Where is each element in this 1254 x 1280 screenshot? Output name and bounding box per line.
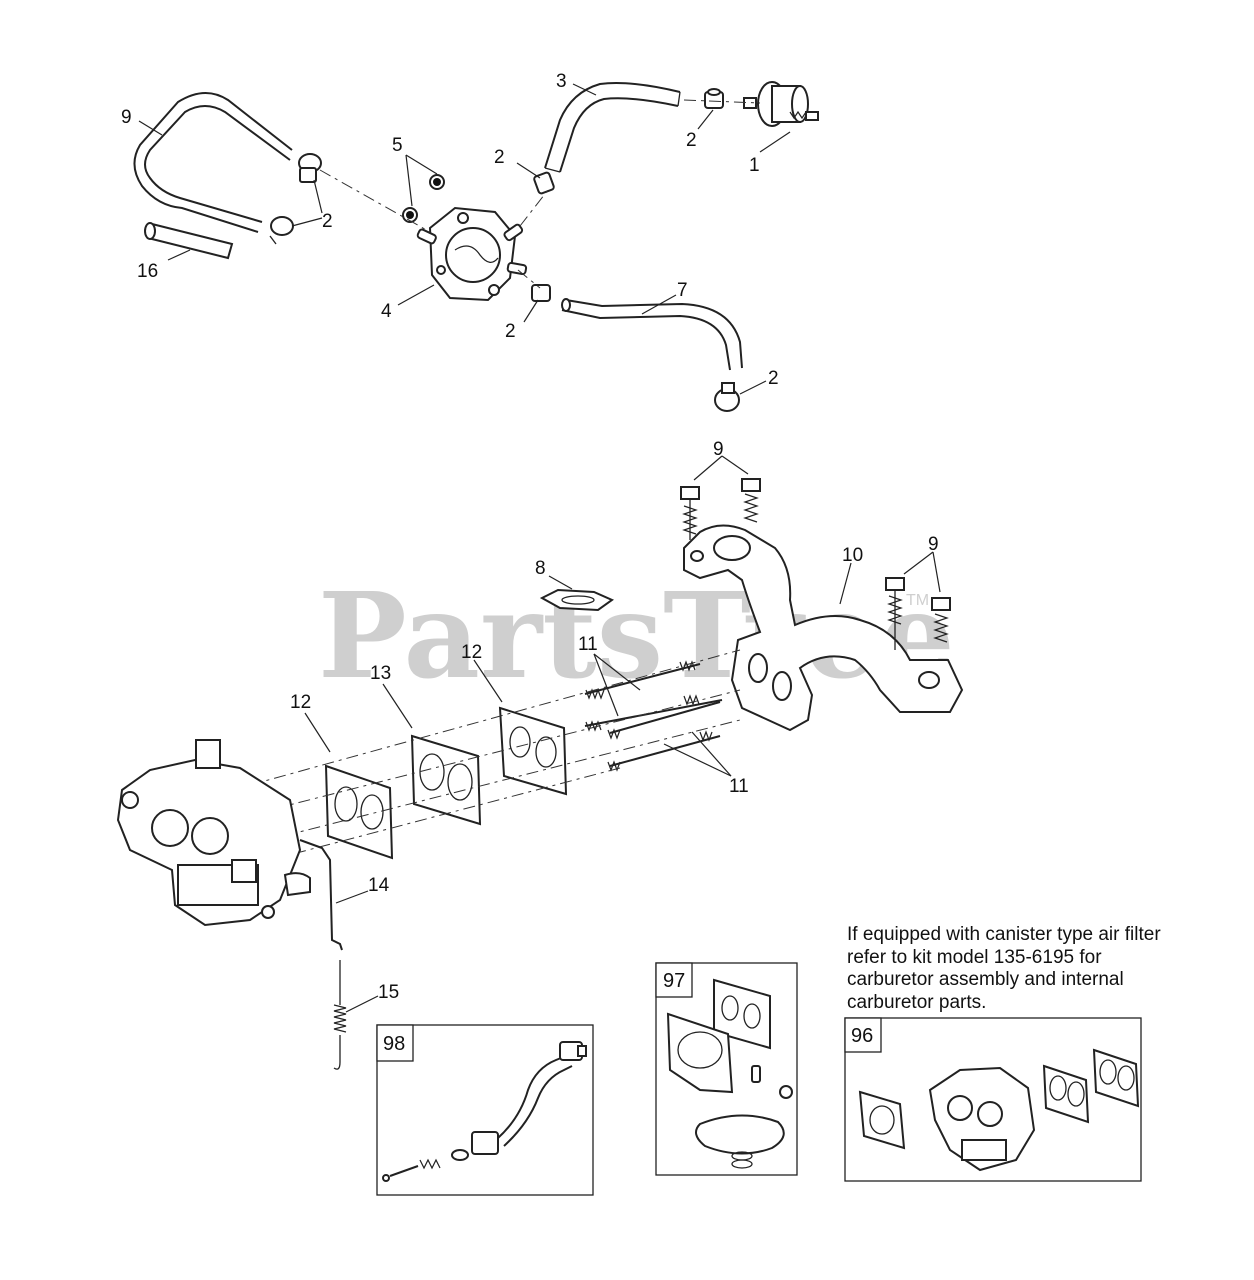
callout-2-mid: 2 — [494, 147, 505, 168]
callout-2-lower: 2 — [505, 321, 516, 342]
studs-11[interactable] — [584, 660, 723, 772]
spring-15[interactable] — [333, 960, 347, 1070]
watermark-trademark: TM — [906, 592, 929, 609]
kit-96-parts — [858, 1048, 1140, 1172]
hose-3[interactable] — [544, 82, 681, 173]
callout-2-bottom: 2 — [768, 368, 779, 389]
callout-6: 9 — [121, 107, 132, 128]
kit-box-98[interactable]: 98 — [376, 1024, 594, 1196]
kit-97-parts — [666, 978, 793, 1169]
spacer-13[interactable] — [410, 734, 482, 826]
callout-15: 15 — [378, 982, 399, 1003]
callout-7: 7 — [677, 280, 688, 301]
hose-7[interactable] — [561, 298, 743, 371]
callout-14: 14 — [368, 875, 390, 896]
note-line-2: refer to kit model 135-6195 for — [847, 946, 1102, 968]
clamp-2-upper-left[interactable] — [298, 153, 322, 183]
callout-3: 3 — [556, 71, 567, 92]
bolt-9-a[interactable] — [680, 486, 700, 540]
oxygen-sensor-harness — [382, 1041, 587, 1182]
callout-16: 16 — [137, 261, 158, 282]
clamp-2-upper-right[interactable] — [704, 88, 724, 109]
kit-label-96: 96 — [851, 1025, 873, 1047]
linkage-14[interactable] — [299, 839, 343, 951]
note-line-3: carburetor assembly and internal — [847, 969, 1124, 990]
callout-4: 4 — [381, 301, 392, 322]
hose-16[interactable] — [144, 222, 234, 260]
bolt-9-b[interactable] — [741, 478, 761, 523]
clamp-2-bottom[interactable] — [714, 382, 740, 412]
callout-5: 5 — [392, 135, 403, 156]
callout-9-top: 9 — [713, 439, 724, 460]
callout-1: 1 — [749, 155, 760, 176]
note-line-4: carburetor parts. — [847, 991, 987, 1013]
screw-5-upper[interactable] — [429, 174, 445, 190]
kit-box-97[interactable]: 97 — [655, 962, 798, 1176]
kit-label-98: 98 — [383, 1033, 405, 1055]
callout-10: 10 — [842, 545, 863, 566]
bolt-9-d[interactable] — [931, 597, 951, 643]
callout-2-top: 2 — [686, 130, 697, 151]
bolt-9-c[interactable] — [885, 577, 905, 650]
callout-9-right: 9 — [928, 534, 939, 555]
clamp-2-lower-mid[interactable] — [531, 284, 551, 302]
note-line-1: If equipped with canister type air filte… — [847, 924, 1161, 945]
callout-11-top: 11 — [578, 634, 598, 655]
carburetor[interactable] — [116, 739, 311, 927]
callout-13: 13 — [370, 663, 391, 684]
hose-6[interactable] — [133, 92, 293, 233]
callout-8: 8 — [535, 558, 546, 579]
fuel-filter-1[interactable] — [743, 81, 819, 127]
callout-12-left: 12 — [290, 692, 311, 713]
kit-box-96[interactable]: 96 — [844, 1017, 1142, 1182]
intake-manifold-10[interactable] — [683, 524, 964, 732]
callout-2-left: 2 — [322, 211, 333, 232]
screw-5-lower[interactable] — [402, 207, 418, 223]
gasket-8[interactable] — [539, 588, 615, 612]
clamp-2-lower-left[interactable] — [269, 216, 294, 245]
gasket-12-left[interactable] — [324, 764, 394, 860]
kit-label-97: 97 — [663, 970, 685, 992]
callout-11-bottom: 11 — [729, 776, 749, 797]
callout-12-right: 12 — [461, 642, 482, 663]
leader-lines — [138, 83, 941, 1013]
gasket-12-right[interactable] — [498, 706, 568, 796]
carburetor-note: If equipped with canister type air filte… — [847, 924, 1192, 1014]
fuel-pump-4[interactable] — [416, 206, 528, 302]
